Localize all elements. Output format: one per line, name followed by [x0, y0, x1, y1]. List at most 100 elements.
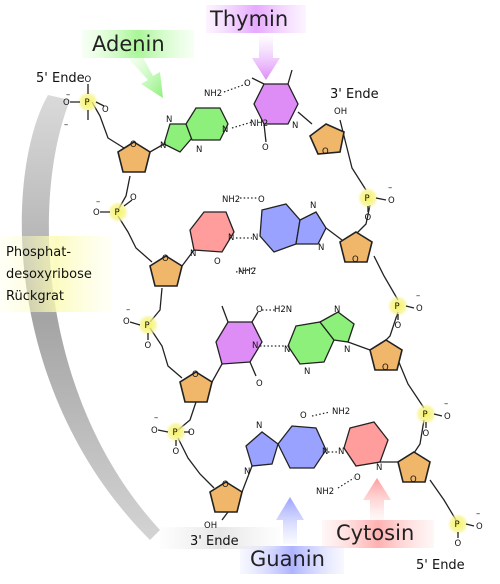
- end-3-top-label: 3' Ende: [330, 87, 379, 102]
- svg-text:–: –: [416, 291, 420, 301]
- svg-text:N: N: [252, 233, 258, 243]
- sugar-left-3: O: [179, 370, 213, 403]
- hbond-1b: [231, 121, 253, 129]
- svg-text:O: O: [130, 140, 137, 150]
- svg-text:O: O: [256, 379, 263, 389]
- svg-text:O: O: [214, 257, 221, 267]
- svg-text:O: O: [476, 522, 483, 532]
- guanine-base-2: O N NH2 N N: [238, 195, 343, 277]
- svg-text:P: P: [423, 410, 428, 420]
- adenin-arrow: [128, 52, 163, 98]
- svg-text:N: N: [196, 145, 202, 155]
- phosphate-7: P O O –: [415, 399, 451, 439]
- svg-text:N: N: [166, 115, 172, 125]
- end-3-bottom-label: 3' Ende: [190, 534, 239, 549]
- svg-text:NH2: NH2: [250, 119, 268, 129]
- svg-text:O: O: [130, 193, 137, 203]
- cytosine-base-2: NH2 N O N: [181, 195, 240, 267]
- hbond-1a: [223, 83, 247, 93]
- svg-text:O: O: [300, 411, 307, 421]
- svg-text:P: P: [115, 208, 120, 218]
- phosphate-3: P O O –: [123, 305, 159, 351]
- svg-text:–: –: [444, 399, 448, 409]
- svg-text:O: O: [192, 370, 199, 380]
- svg-text:–: –: [476, 509, 480, 519]
- svg-text:O: O: [352, 255, 359, 265]
- sugar-left-1: O: [117, 140, 151, 173]
- hbond-4a: [311, 411, 331, 417]
- svg-text:NH2: NH2: [238, 267, 256, 277]
- svg-text:P: P: [395, 302, 400, 312]
- hbond-4c: [337, 477, 355, 489]
- backbone-label-band: [0, 236, 112, 312]
- svg-text:O: O: [410, 475, 417, 485]
- guanin-label: Guanin: [250, 547, 325, 571]
- sugar-right-3: O: [369, 339, 403, 373]
- svg-text:N: N: [160, 141, 166, 151]
- thymine-base-1: NH2 O O N: [244, 69, 313, 153]
- svg-text:O: O: [322, 147, 329, 157]
- adenin-label: Adenin: [92, 32, 165, 56]
- backbone-label-line3: Rückgrat: [6, 289, 64, 304]
- svg-text:O: O: [162, 254, 169, 264]
- svg-text:N: N: [292, 121, 298, 131]
- left-strand-bonds: [91, 101, 229, 521]
- backbone-label-line2: desoxyribose: [6, 267, 92, 282]
- svg-text:O: O: [188, 428, 195, 438]
- svg-text:N: N: [228, 233, 234, 243]
- thymin-label: Thymin: [209, 7, 288, 31]
- svg-text:N: N: [376, 463, 382, 473]
- svg-text:–: –: [96, 197, 100, 207]
- svg-text:P: P: [85, 98, 90, 108]
- guanin-arrow: [276, 497, 304, 544]
- svg-text:O: O: [145, 341, 152, 351]
- svg-text:O: O: [258, 195, 265, 205]
- thymine-base-3: O O N: [211, 305, 263, 389]
- svg-text:O: O: [365, 213, 372, 223]
- phosphate-5: P O O –: [357, 183, 395, 223]
- svg-text:O: O: [444, 412, 451, 422]
- backbone-arrow: [21, 95, 160, 540]
- svg-text:O: O: [93, 208, 100, 218]
- phosphate-8: P O O –: [447, 509, 483, 549]
- svg-text:O: O: [85, 75, 92, 85]
- svg-text:N: N: [334, 305, 340, 315]
- sugar-right-4: O: [397, 451, 431, 485]
- svg-text:O: O: [123, 317, 130, 327]
- svg-text:O: O: [222, 480, 229, 490]
- svg-text:O: O: [388, 196, 395, 206]
- phosphate-1: P O O O – –: [63, 75, 109, 130]
- end-5-top-label: 5' Ende: [36, 71, 85, 86]
- sugar-left-4: O OH: [204, 480, 243, 531]
- svg-text:H2N: H2N: [274, 305, 292, 315]
- svg-text:–: –: [154, 413, 158, 423]
- svg-text:O: O: [423, 429, 430, 439]
- svg-text:N: N: [284, 345, 290, 355]
- svg-text:N: N: [318, 243, 324, 253]
- sugar-right-1: O OH: [309, 107, 347, 157]
- svg-text:–: –: [126, 305, 130, 315]
- svg-text:O: O: [63, 98, 70, 108]
- thymin-arrow: [252, 34, 280, 80]
- backbone-label-line1: Phosphat-: [6, 245, 71, 260]
- guanin-label-band: [240, 546, 344, 574]
- cytosin-label-band: [322, 520, 434, 548]
- phosphate-6: P O O –: [387, 291, 423, 331]
- phosphate-4: P O O O –: [151, 413, 195, 457]
- cytosin-label: Cytosin: [336, 521, 414, 545]
- svg-text:O: O: [102, 105, 109, 115]
- svg-text:NH2: NH2: [204, 89, 222, 99]
- svg-text:–: –: [66, 90, 70, 100]
- svg-text:P: P: [455, 520, 460, 530]
- svg-text:O: O: [173, 447, 180, 457]
- svg-text:OH: OH: [334, 107, 347, 117]
- svg-text:–: –: [388, 183, 392, 193]
- svg-text:N: N: [304, 367, 310, 377]
- adenine-base-3: H2N N N N N: [274, 305, 371, 377]
- svg-text:OH: OH: [204, 521, 217, 531]
- svg-text:NH2: NH2: [222, 195, 240, 205]
- svg-text:O: O: [244, 79, 251, 89]
- guanine-base-4: N N O N NH2: [241, 411, 334, 497]
- svg-text:O: O: [455, 539, 462, 549]
